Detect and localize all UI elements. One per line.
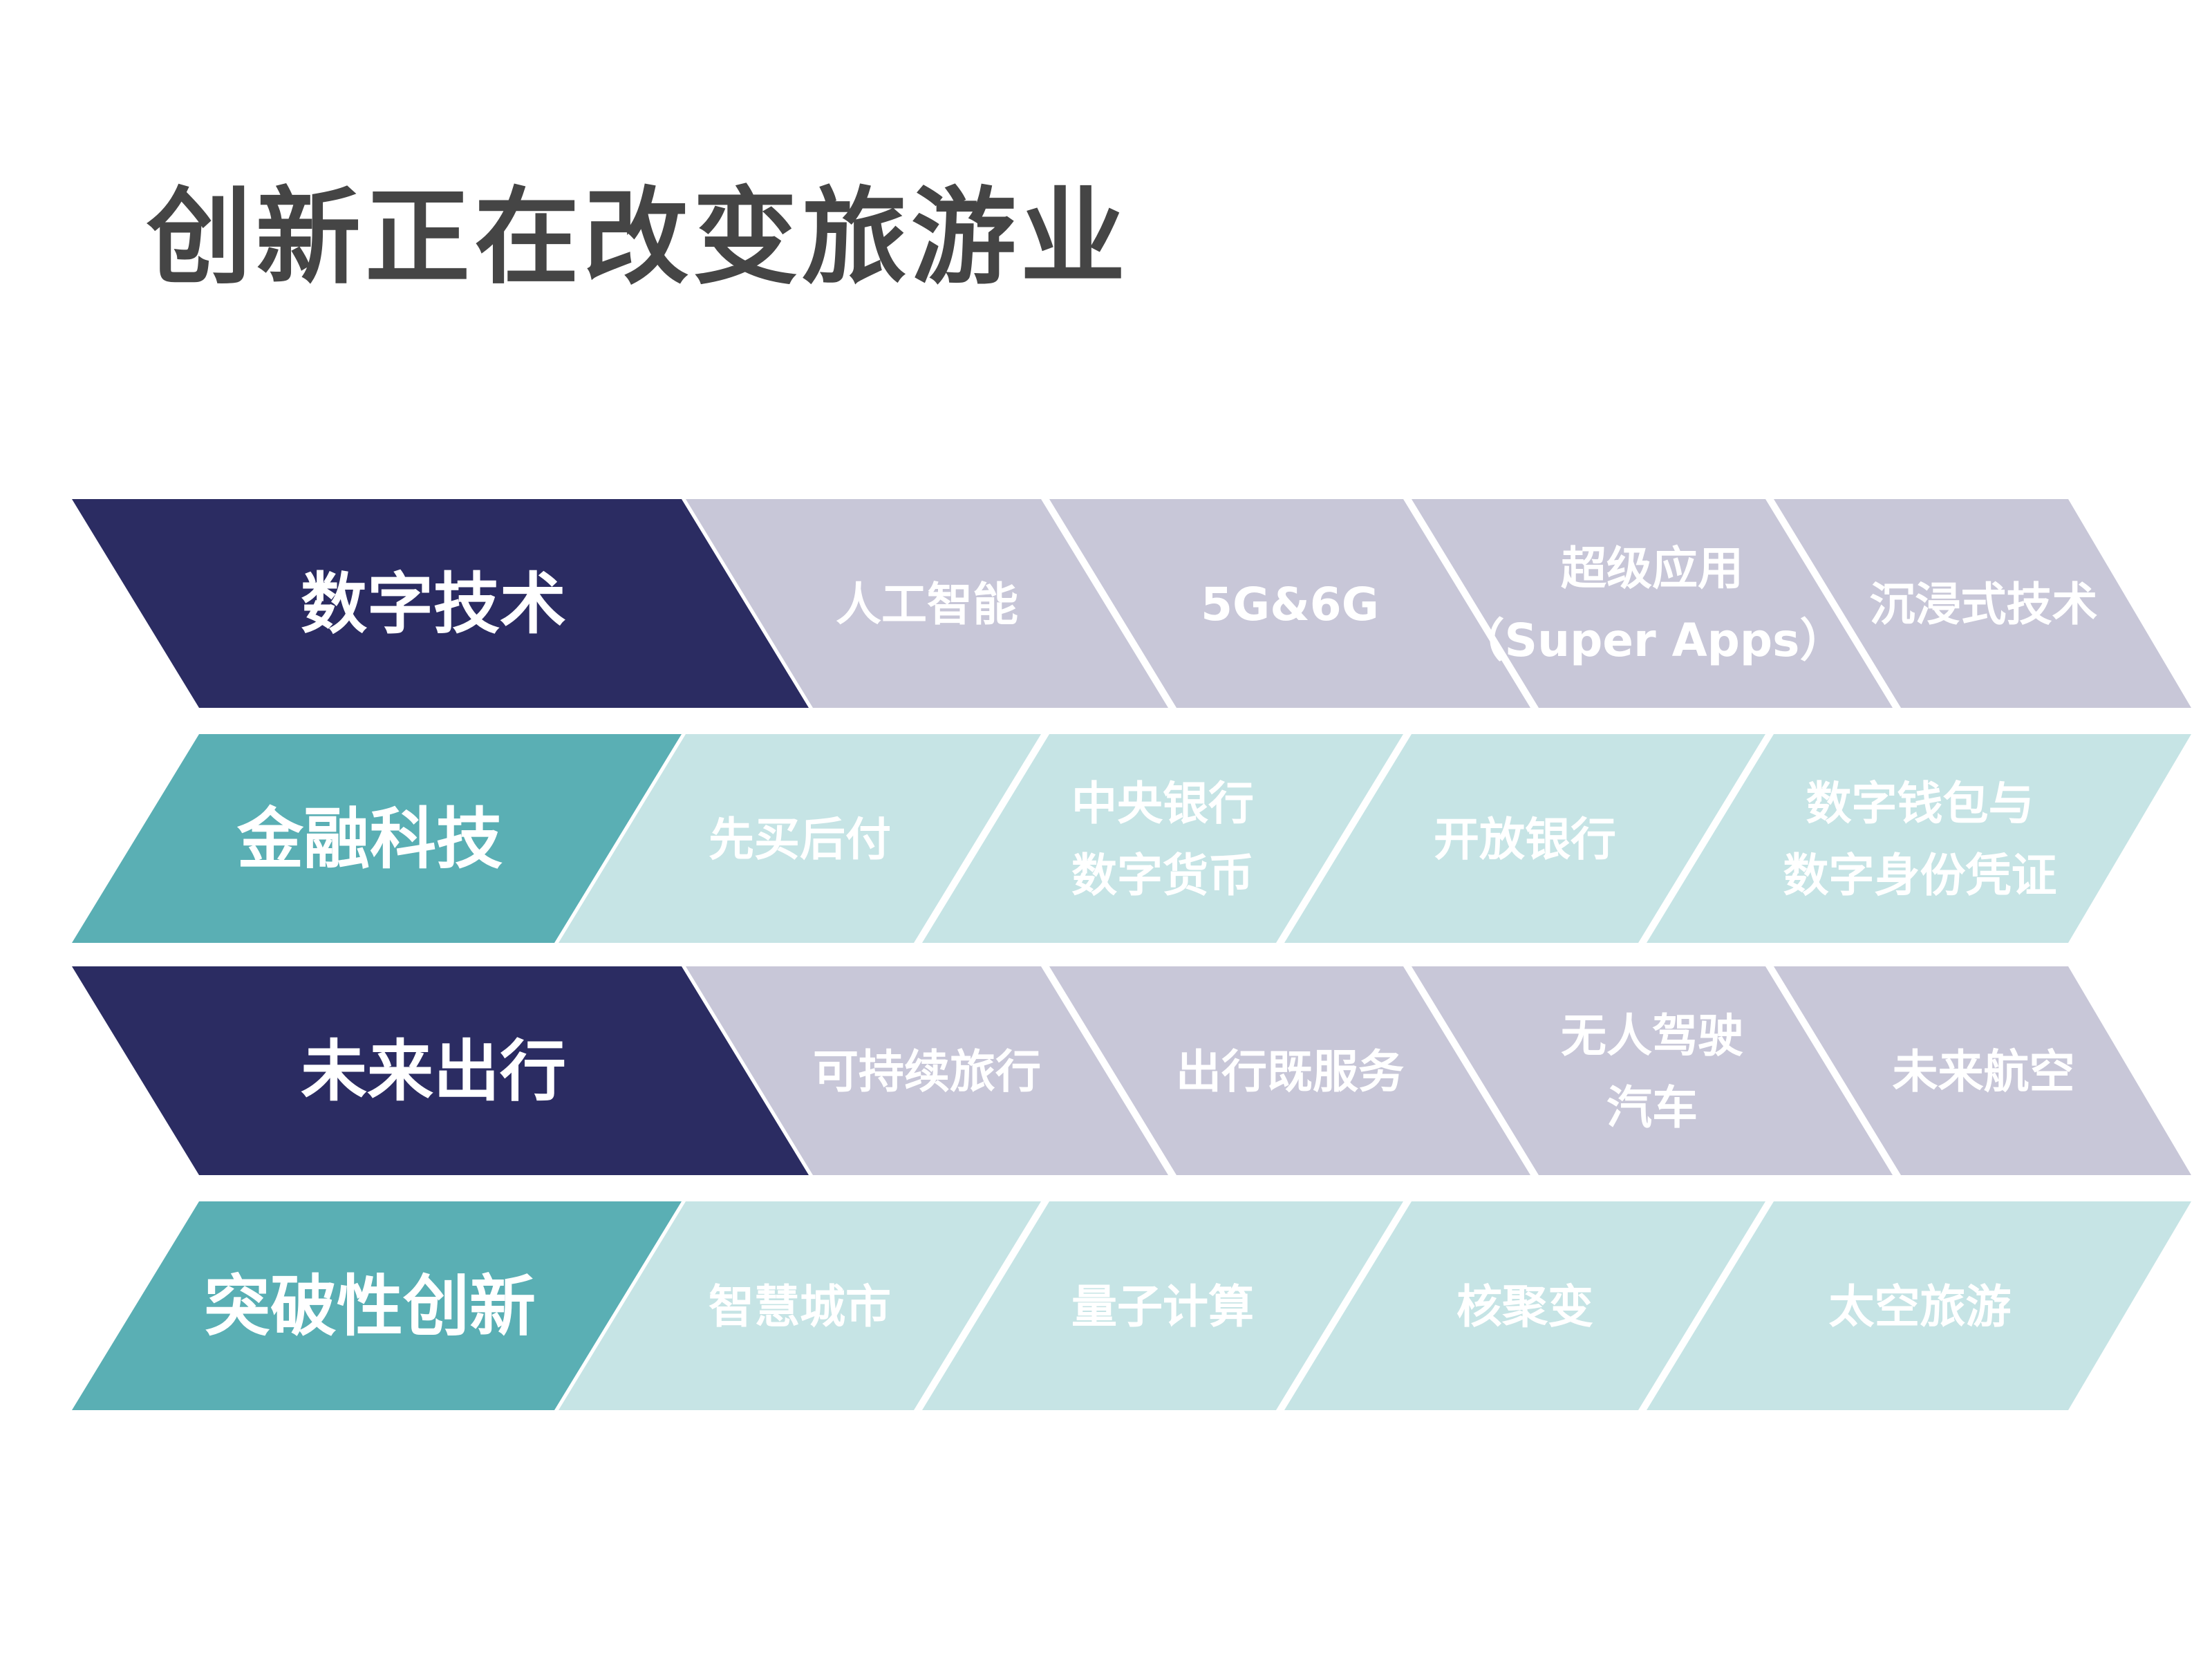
- item-label: 中央银行: [1071, 777, 1254, 830]
- item-shape: [1647, 1201, 2191, 1410]
- item-label: 沉浸式技术: [1870, 578, 2098, 631]
- item-label: 智慧城市: [709, 1280, 891, 1333]
- diagram-row: 数字技术 人工智能 5G&6G 超级应用 （Super Apps） 沉浸式技术: [72, 499, 2191, 708]
- category-shape: [72, 499, 809, 708]
- item-shape: [1774, 966, 2191, 1175]
- item-shape: [922, 734, 1403, 943]
- item-shape: [1049, 966, 1530, 1175]
- item-shape: [559, 734, 1041, 943]
- item-shape: [686, 499, 1168, 708]
- item-label: 汽车: [1606, 1081, 1698, 1134]
- item-label: （Super Apps）: [1459, 614, 1846, 667]
- category-shape: [72, 734, 682, 943]
- category-shape: [72, 1201, 682, 1410]
- category-label: 突破性创新: [204, 1268, 536, 1345]
- category-label: 数字技术: [301, 565, 566, 643]
- item-shape: [922, 1201, 1403, 1410]
- item-label: 未来航空: [1893, 1045, 2075, 1098]
- item-shape: [559, 1201, 1041, 1410]
- item-label: 先买后付: [709, 813, 891, 866]
- item-shape: [1284, 1201, 1765, 1410]
- item-label: 5G&6G: [1201, 578, 1379, 631]
- item-label: 可持续旅行: [813, 1045, 1041, 1098]
- item-shape: [1049, 499, 1530, 708]
- item-shape: [1412, 966, 1893, 1175]
- item-shape: [1774, 499, 2191, 708]
- item-label: 数字货币: [1071, 849, 1254, 902]
- item-label: 量子计算: [1071, 1280, 1254, 1333]
- diagram-row: 突破性创新 智慧城市 量子计算 核聚变 太空旅游: [72, 1201, 2191, 1410]
- item-shape: [1284, 734, 1765, 943]
- item-label: 核聚变: [1456, 1280, 1593, 1333]
- item-label: 数字身份凭证: [1783, 849, 2057, 902]
- item-label: 太空旅游: [1829, 1280, 2012, 1333]
- item-label: 开放银行: [1434, 813, 1616, 866]
- page-title: 创新正在改变旅游业: [147, 176, 1130, 299]
- item-label: 超级应用: [1561, 542, 1743, 595]
- category-label: 未来出行: [301, 1033, 566, 1110]
- item-label: 出行既服务: [1176, 1045, 1404, 1098]
- item-label: 无人驾驶: [1561, 1009, 1743, 1062]
- category-shape: [72, 966, 809, 1175]
- item-label: 数字钱包与: [1806, 777, 2034, 830]
- item-label: 人工智能: [836, 578, 1018, 631]
- item-shape: [686, 966, 1168, 1175]
- category-label: 金融科技: [236, 800, 503, 878]
- item-shape: [1412, 499, 1893, 708]
- item-shape: [1647, 734, 2191, 943]
